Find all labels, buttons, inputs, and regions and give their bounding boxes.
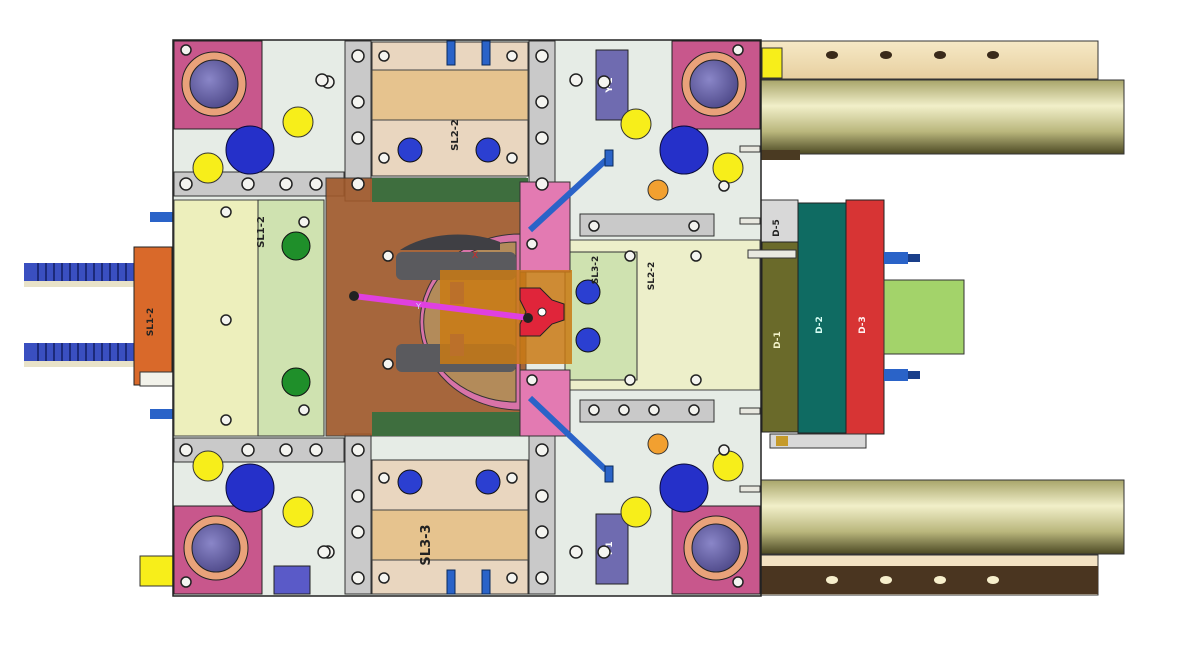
magenta-ejector-rod: X Y bbox=[349, 251, 533, 323]
top-slide-label: SL2-2 bbox=[450, 119, 461, 151]
right-bottom-rail bbox=[759, 554, 1099, 596]
y1-top-label: Y-1 bbox=[605, 77, 615, 93]
d1-label: D-1 bbox=[773, 331, 783, 349]
corner-block-tr bbox=[671, 40, 761, 130]
bottom-slide-label: SL3-3 bbox=[419, 524, 434, 565]
top-bottom-fittings bbox=[446, 40, 614, 595]
right-side-sticks bbox=[739, 145, 797, 493]
axis-x-label: X bbox=[472, 251, 478, 261]
d5-label: D-5 bbox=[772, 219, 782, 237]
right-slide-label-2: SL3-2 bbox=[591, 256, 601, 284]
right-top-rail bbox=[759, 40, 1099, 80]
orange-cylinder: SL1-2 bbox=[133, 246, 173, 386]
blue-angled-pins bbox=[527, 157, 609, 473]
left-slide-label: SL1-2 bbox=[256, 216, 267, 248]
d3-label: D-3 bbox=[858, 316, 868, 334]
right-top-cylinder bbox=[759, 79, 1125, 160]
red-spider bbox=[519, 287, 565, 337]
left-slide: SL1-2 bbox=[173, 199, 325, 437]
small-purple-block bbox=[273, 565, 311, 595]
right-slide: SL3-2 SL2-2 bbox=[564, 239, 761, 391]
d2-label: D-2 bbox=[815, 316, 825, 334]
corner-block-tl bbox=[173, 40, 263, 130]
green-ejector-block bbox=[883, 279, 965, 355]
blue-bosses bbox=[225, 125, 709, 513]
d2-block: D-2 bbox=[797, 202, 847, 434]
left-springs bbox=[24, 263, 134, 367]
yellow-lug bbox=[761, 47, 783, 79]
d3-block: D-3 bbox=[845, 199, 885, 435]
right-fittings bbox=[769, 252, 920, 449]
d1-block: D-1 bbox=[761, 241, 799, 433]
corner-block-br bbox=[671, 505, 761, 595]
left-cylinder-label: SL1-2 bbox=[146, 308, 156, 336]
vertical-rails bbox=[344, 40, 556, 595]
yellow-bosses bbox=[192, 106, 744, 528]
screw-heads bbox=[179, 44, 744, 588]
right-slide-label: SL2-2 bbox=[647, 262, 657, 290]
orange-rings bbox=[647, 179, 669, 455]
right-bottom-cylinder bbox=[759, 479, 1125, 555]
axis-y-label: Y bbox=[415, 302, 421, 311]
